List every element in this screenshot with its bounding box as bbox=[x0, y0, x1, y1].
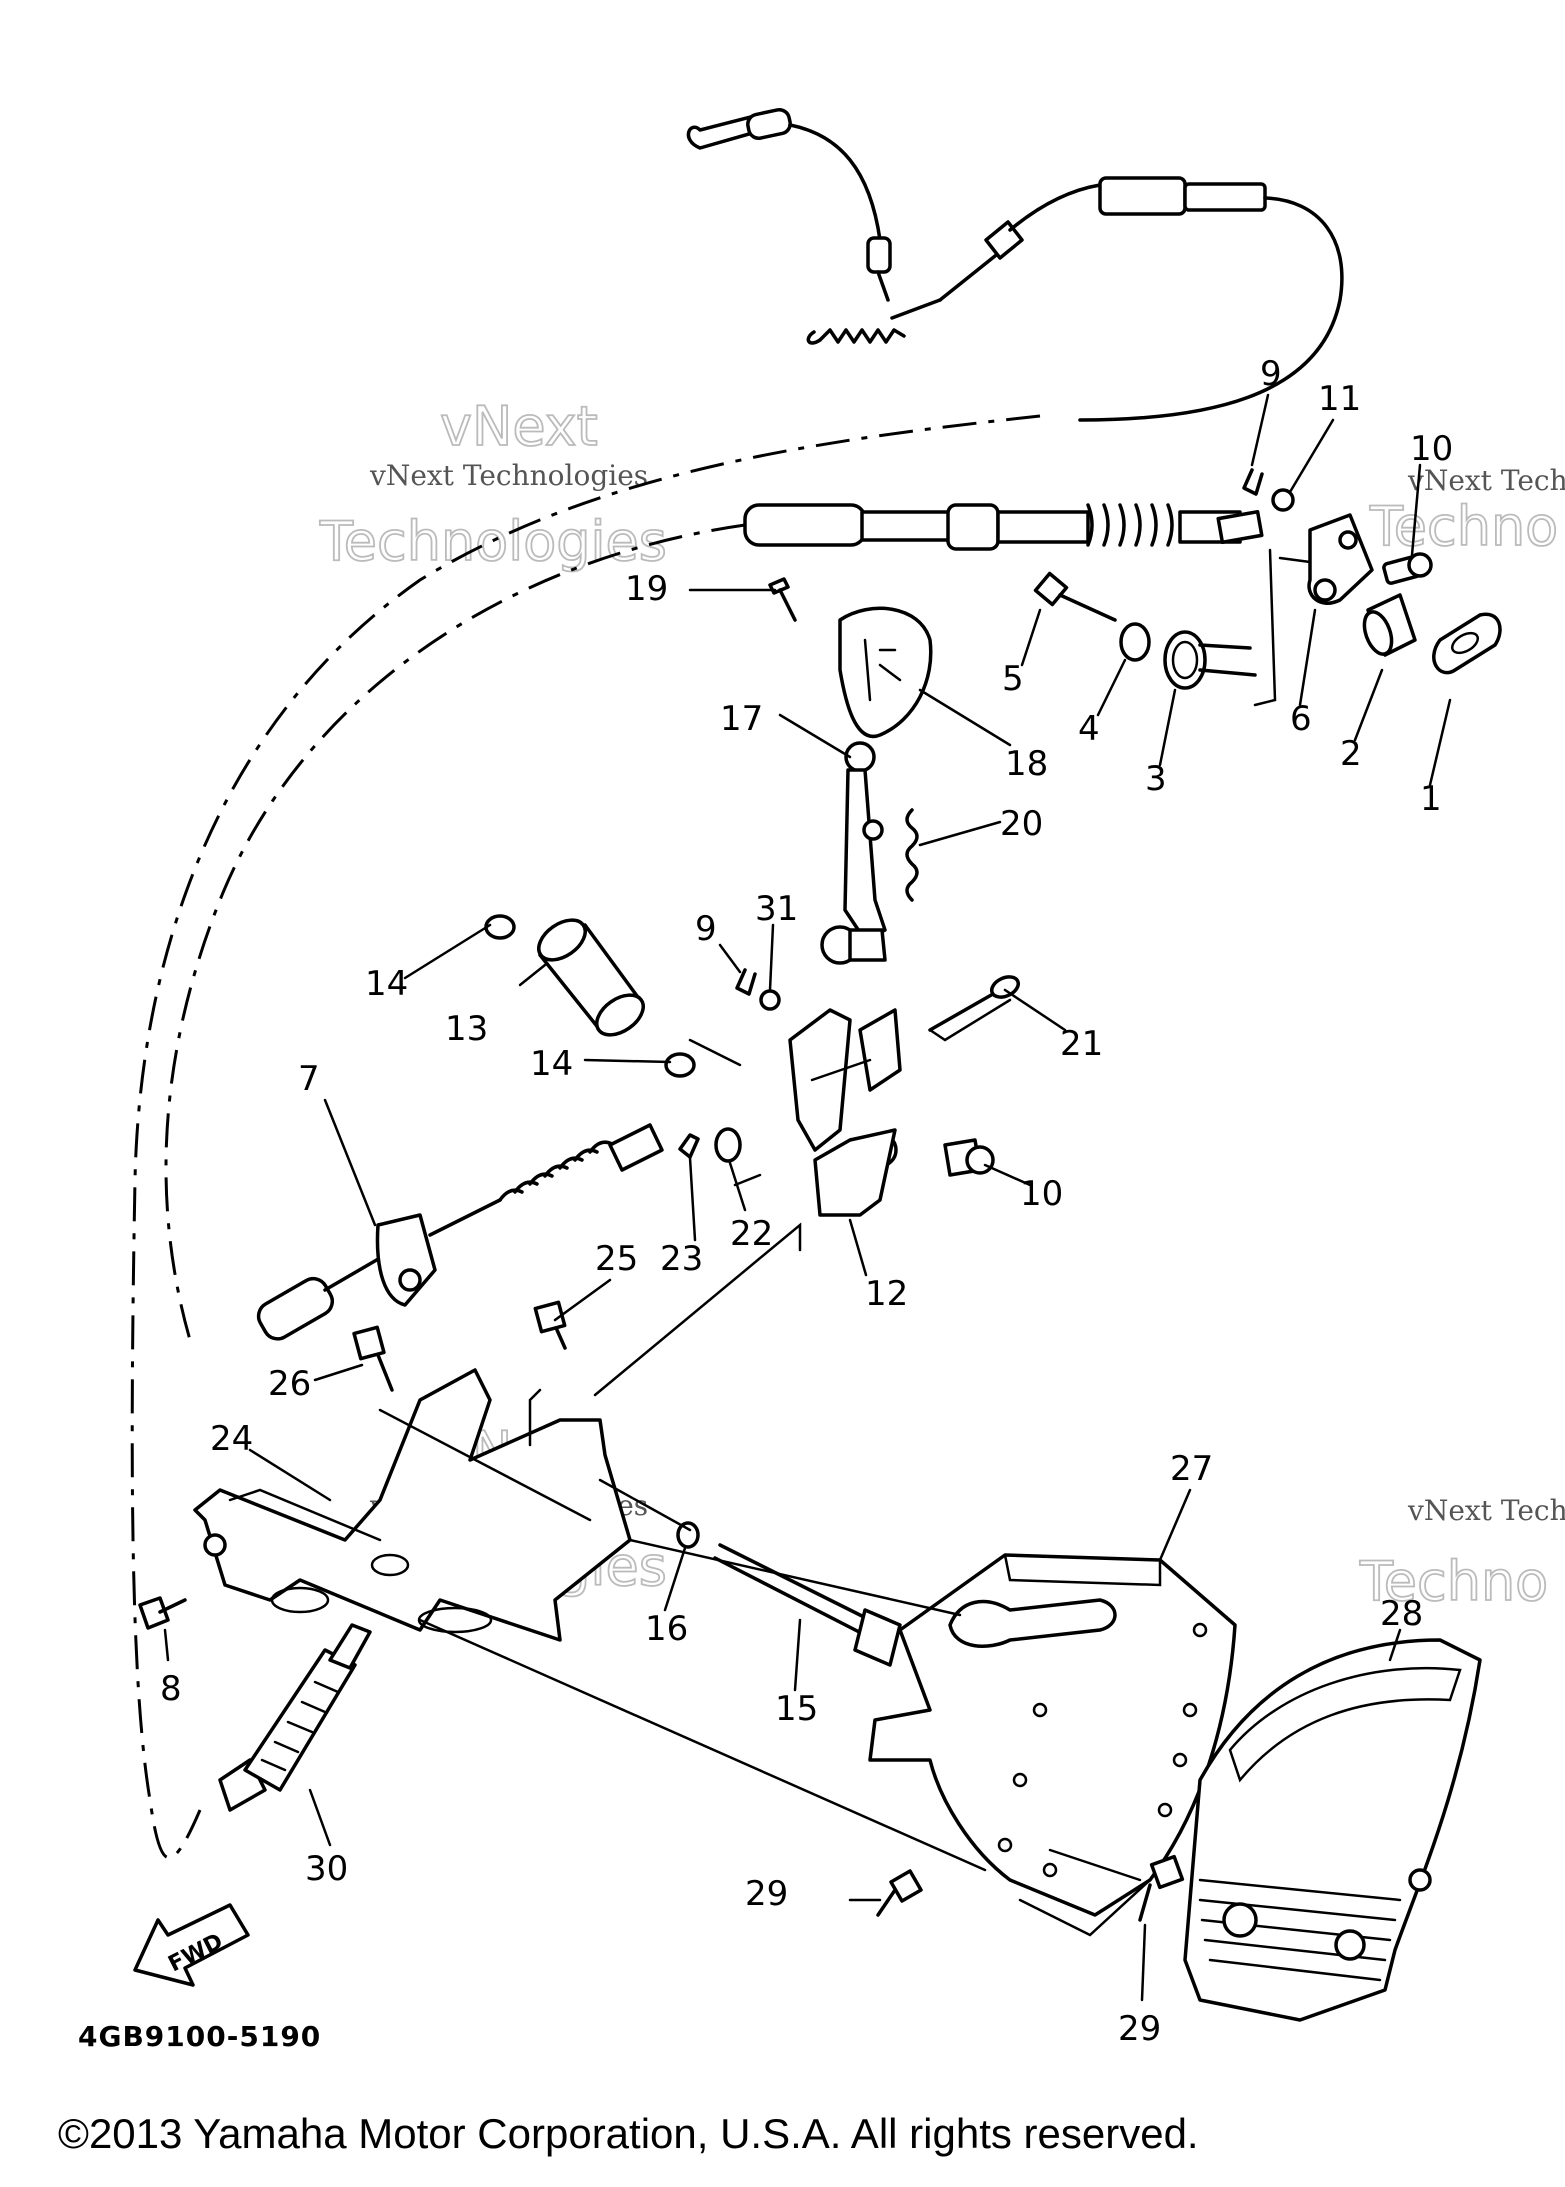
callout-10-top: 10 bbox=[1410, 429, 1453, 469]
callout-14-bottom: 14 bbox=[530, 1044, 573, 1084]
cable-routing-line bbox=[130, 414, 1041, 1860]
cable-routing-line-2 bbox=[164, 523, 746, 1341]
part-code-label: 4GB9100-5190 bbox=[78, 2020, 322, 2053]
callout-29-left: 29 bbox=[745, 1874, 788, 1914]
part-10-pin-mid bbox=[943, 1138, 995, 1177]
callout-12: 12 bbox=[865, 1274, 908, 1314]
part-8-bolt bbox=[138, 1596, 187, 1630]
watermark-techno-4: Techno bbox=[1359, 1550, 1548, 1613]
callout-28: 28 bbox=[1380, 1594, 1423, 1634]
part-15-long-bolt bbox=[713, 1543, 902, 1667]
copyright-notice: ©2013 Yamaha Motor Corporation, U.S.A. A… bbox=[58, 2110, 1199, 2157]
part-22-washer bbox=[714, 1127, 742, 1163]
watermark-techno-2: Techno bbox=[1369, 495, 1558, 558]
part-25-bolt bbox=[533, 1300, 567, 1350]
callout-4: 4 bbox=[1078, 709, 1100, 749]
watermark-text-1: vNext Technologies bbox=[369, 459, 648, 492]
part-27-cover-plate bbox=[868, 1553, 1237, 1937]
part-1-cover bbox=[1432, 612, 1502, 675]
watermark-technologies-1: Technologies bbox=[319, 510, 667, 573]
part-26-bolt bbox=[352, 1325, 394, 1392]
callout-22: 22 bbox=[730, 1214, 773, 1254]
callout-29-right: 29 bbox=[1118, 2009, 1161, 2049]
callout-15: 15 bbox=[775, 1689, 818, 1729]
part-19-screw bbox=[768, 577, 797, 622]
part-9-cotter-mid bbox=[735, 968, 757, 996]
callout-14-top: 14 bbox=[365, 964, 408, 1004]
callout-numbers: 1 2 3 4 5 6 7 8 9 9 10 10 11 12 13 14 14… bbox=[160, 354, 1453, 2049]
part-14-oring-top bbox=[484, 914, 516, 940]
watermark-text-2: vNext Tech bbox=[1407, 464, 1565, 497]
callout-11: 11 bbox=[1318, 379, 1361, 419]
part-16-washer bbox=[676, 1521, 700, 1549]
part-10-pin-top bbox=[1382, 552, 1433, 585]
assembly-lines bbox=[378, 1038, 1142, 1882]
part-6-lever bbox=[1278, 513, 1374, 605]
part-12-shift-arm bbox=[788, 1008, 902, 1217]
part-29-bolt-right bbox=[1138, 1854, 1185, 1922]
watermark-text-4: vNext Tech bbox=[1407, 1494, 1565, 1527]
callout-27: 27 bbox=[1170, 1449, 1213, 1489]
part-23-cotter bbox=[678, 1133, 700, 1159]
part-17-shift-lever bbox=[820, 741, 887, 965]
upper-throttle-cable bbox=[686, 108, 1344, 422]
callout-7: 7 bbox=[298, 1059, 320, 1099]
part-7-lower-cable bbox=[256, 1123, 664, 1341]
callout-2: 2 bbox=[1340, 734, 1362, 774]
callout-30: 30 bbox=[305, 1849, 348, 1889]
callout-31: 31 bbox=[755, 889, 798, 929]
callout-23: 23 bbox=[660, 1239, 703, 1279]
callout-18: 18 bbox=[1005, 744, 1048, 784]
part-24-bracket bbox=[193, 1368, 632, 1642]
part-2-collar bbox=[1362, 593, 1417, 657]
part-4-washer bbox=[1119, 622, 1151, 662]
assembly-line-6 bbox=[1253, 548, 1277, 707]
part-29-bolt-left bbox=[876, 1869, 923, 1917]
callout-9-mid: 9 bbox=[695, 909, 717, 949]
part-11-washer bbox=[1271, 488, 1295, 512]
callout-13: 13 bbox=[445, 1009, 488, 1049]
callout-17: 17 bbox=[720, 699, 763, 739]
callout-20: 20 bbox=[1000, 804, 1043, 844]
part-28-outer-cover bbox=[1183, 1638, 1482, 2022]
callout-6: 6 bbox=[1290, 699, 1312, 739]
callout-26: 26 bbox=[268, 1364, 311, 1404]
callout-3: 3 bbox=[1145, 759, 1167, 799]
callout-leaders bbox=[163, 393, 1452, 2002]
callout-24: 24 bbox=[210, 1419, 253, 1459]
fwd-arrow: FWD bbox=[133, 1903, 250, 1987]
callout-8: 8 bbox=[160, 1669, 182, 1709]
part-21-pin bbox=[928, 975, 1020, 1042]
part-9-cotter-top bbox=[1242, 468, 1264, 496]
part-31-washer bbox=[759, 989, 781, 1011]
part-18-knob bbox=[838, 606, 933, 739]
callout-1: 1 bbox=[1420, 779, 1442, 819]
part-3-spring bbox=[1163, 630, 1257, 690]
callout-25: 25 bbox=[595, 1239, 638, 1279]
part-5-bolt bbox=[1033, 571, 1117, 622]
main-cable-upper bbox=[743, 503, 1264, 551]
part-20-spring bbox=[862, 808, 919, 902]
watermark-group: vNext Technologies vNext Technologies vN… bbox=[318, 394, 1565, 1614]
callout-5: 5 bbox=[1002, 659, 1024, 699]
callout-9-top: 9 bbox=[1260, 354, 1282, 394]
callout-21: 21 bbox=[1060, 1024, 1103, 1064]
part-30-adjuster bbox=[218, 1623, 372, 1812]
callout-16: 16 bbox=[645, 1609, 688, 1649]
callout-10-mid: 10 bbox=[1020, 1174, 1063, 1214]
watermark-vnext-1: vNext bbox=[440, 395, 598, 458]
part-13-collar bbox=[537, 918, 645, 1037]
part-14-oring-bottom bbox=[664, 1052, 696, 1078]
callout-19: 19 bbox=[625, 569, 668, 609]
